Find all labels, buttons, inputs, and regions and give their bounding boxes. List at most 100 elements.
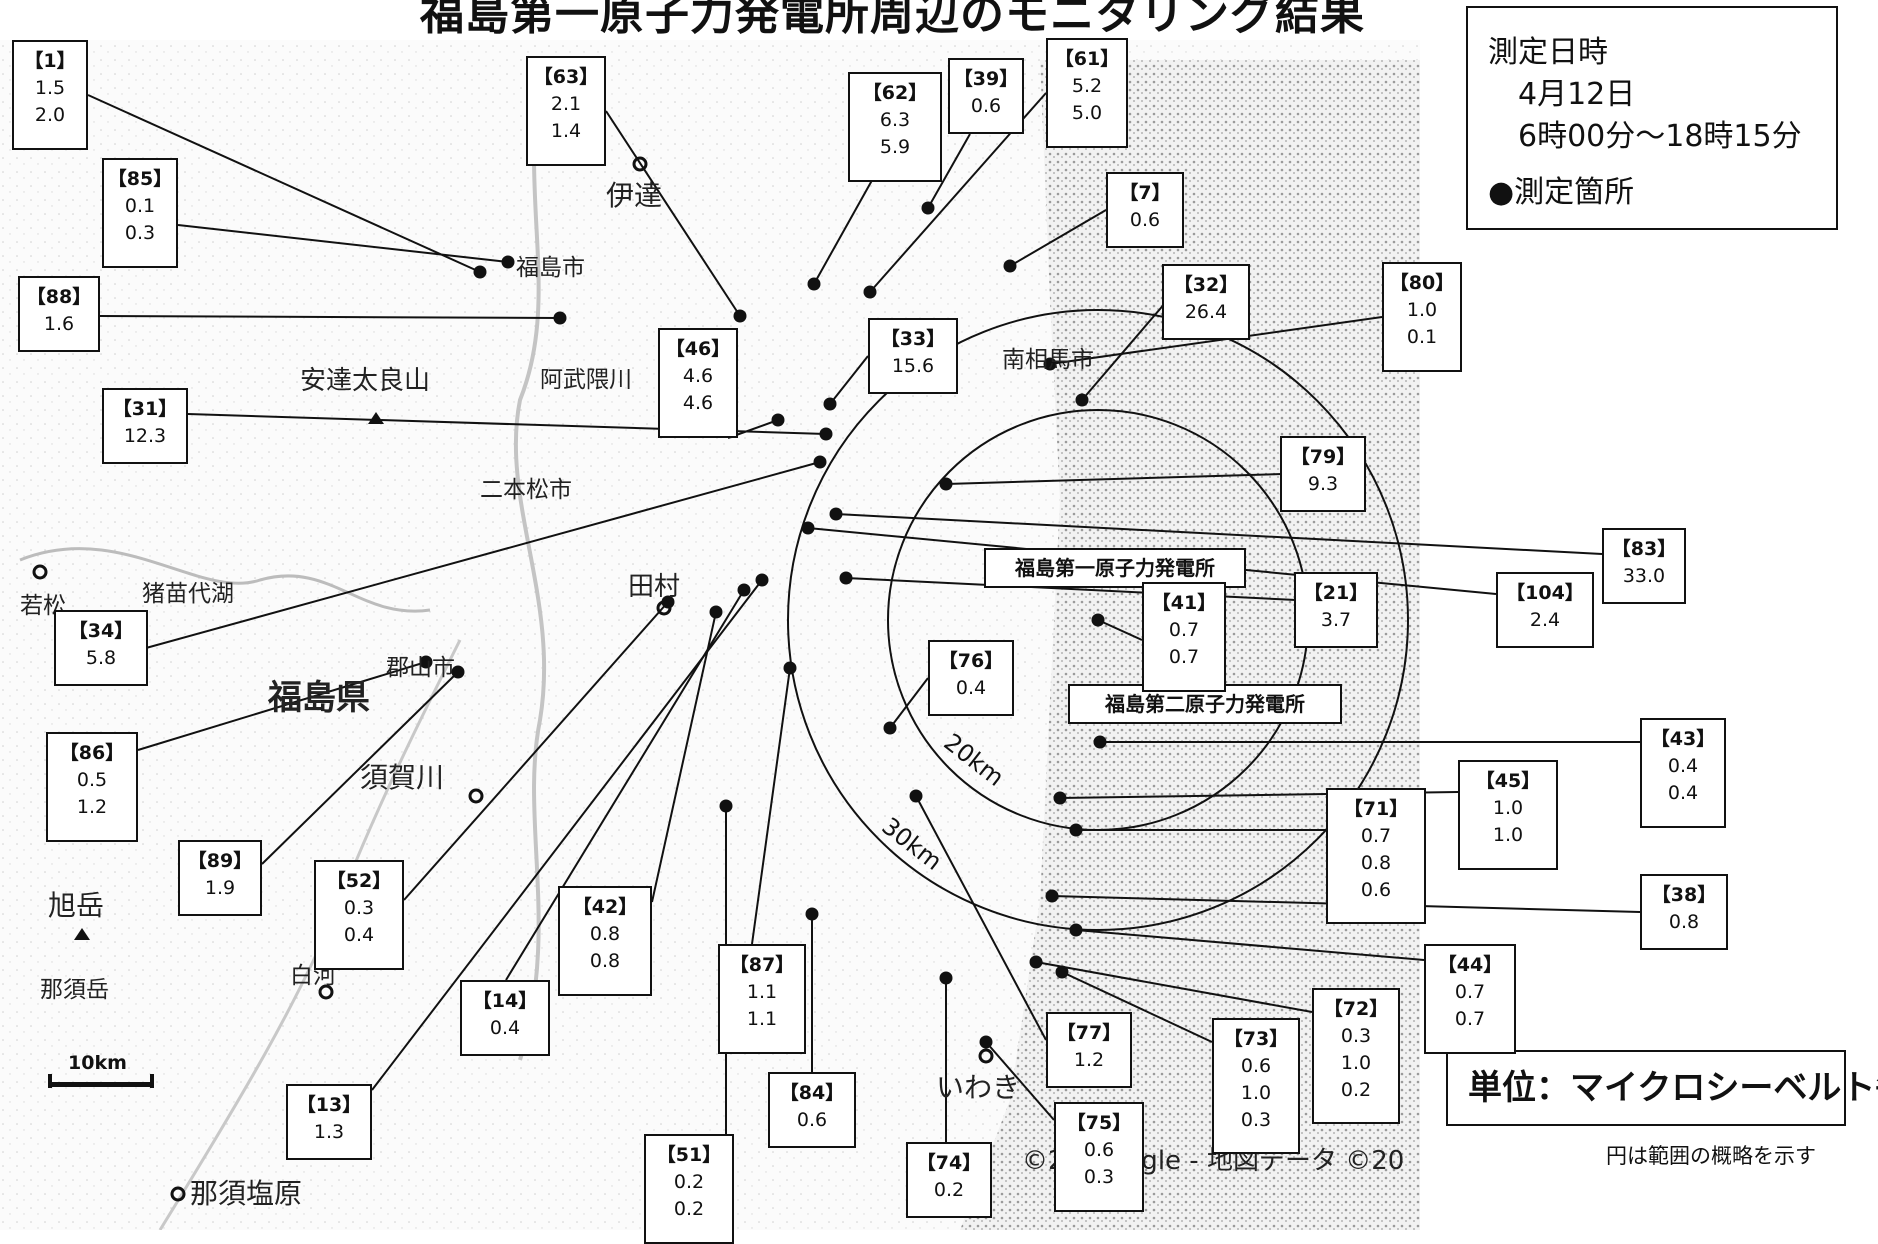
measurement-box: 【75】 0.6 0.3 <box>1054 1102 1144 1212</box>
measurement-value: 5.8 <box>85 647 117 669</box>
measurement-value: 0.4 <box>1667 755 1699 777</box>
measurement-point-dot <box>419 655 433 669</box>
measurement-id: 【76】 <box>938 650 1004 672</box>
measurement-point-dot <box>829 507 843 521</box>
measurement-value: 4.6 <box>682 392 714 414</box>
leader-line <box>261 671 459 865</box>
measurement-value: 0.4 <box>343 924 375 946</box>
measurement-value: 5.9 <box>879 136 911 158</box>
measurement-point-dot <box>755 573 769 587</box>
place-abukuma-river: 阿武隈川 <box>540 367 632 393</box>
measurement-value: 0.8 <box>589 923 621 945</box>
measurement-value: 0.6 <box>1083 1139 1115 1161</box>
measurement-value: 15.6 <box>891 355 935 377</box>
measurement-box: 【76】0.4 <box>928 640 1014 716</box>
measurement-value: 9.3 <box>1307 473 1339 495</box>
measurement-value: 1.2 <box>76 796 108 818</box>
leader-line <box>927 133 971 209</box>
place-iwaki: いわき <box>936 1071 1021 1104</box>
measurement-value: 2.0 <box>34 104 66 126</box>
measurement-id: 【1】 <box>24 50 76 72</box>
measurement-point-dot <box>501 255 515 269</box>
measurement-value: 2.1 <box>550 93 582 115</box>
leader-line <box>137 661 427 751</box>
measurement-id: 【33】 <box>880 328 946 350</box>
measurement-value: 0.3 <box>124 222 156 244</box>
measurement-id: 【83】 <box>1611 538 1677 560</box>
measurement-box: 【14】0.4 <box>460 980 550 1056</box>
leader-line <box>1049 316 1383 365</box>
measurement-point-dot <box>709 605 723 619</box>
measurement-value: 0.7 <box>1168 619 1200 641</box>
leader-line <box>813 165 881 285</box>
leader-line <box>1061 971 1213 1043</box>
measurement-point-dot <box>823 397 837 411</box>
measurement-point-dot <box>1003 259 1017 273</box>
leader-line <box>1035 961 1313 1013</box>
measurement-id: 【72】 <box>1323 998 1389 1020</box>
measurement-id: 【71】 <box>1343 798 1409 820</box>
measurement-id: 【75】 <box>1066 1112 1132 1134</box>
measurement-box: 【33】 15.6 <box>868 318 958 394</box>
place-fukushima-city: 福島市 <box>516 255 585 281</box>
leader-line <box>403 601 669 901</box>
measurement-id: 【84】 <box>779 1082 845 1104</box>
measurement-value: 1.3 <box>313 1121 345 1143</box>
city-marker-icon <box>170 1186 186 1202</box>
measurement-id: 【21】 <box>1303 582 1369 604</box>
measurement-value: 0.6 <box>1129 209 1161 231</box>
measurement-point-dot <box>733 309 747 323</box>
road-line <box>19 547 431 613</box>
measurement-id: 【89】 <box>187 850 253 872</box>
measurement-box: 【104】2.4 <box>1496 572 1594 648</box>
leader-line <box>945 473 1283 485</box>
leader-line <box>835 513 1603 555</box>
measurement-value: 0.4 <box>1667 782 1699 804</box>
measurement-value: 2.4 <box>1529 609 1561 631</box>
place-inawashiro-lake: 猪苗代湖 <box>142 581 234 607</box>
measurement-id: 【62】 <box>862 82 928 104</box>
measurement-id: 【61】 <box>1054 48 1120 70</box>
map-icons <box>32 156 994 1202</box>
measurement-point-dot <box>1093 735 1107 749</box>
leader-line <box>99 315 561 319</box>
leader-line <box>1075 929 1425 961</box>
leader-line <box>87 94 481 273</box>
place-fukushima-pref: 福島県 <box>268 678 370 718</box>
leader-line <box>177 224 509 263</box>
measurement-dots <box>419 201 1107 1049</box>
measurement-point-dot <box>737 583 751 597</box>
measurement-value: 0.3 <box>1083 1166 1115 1188</box>
measurement-id: 【44】 <box>1437 954 1503 976</box>
measurement-value: 1.6 <box>43 313 75 335</box>
measurement-value: 33.0 <box>1622 565 1666 587</box>
measurement-value: 0.2 <box>1340 1079 1372 1101</box>
mountain-icon <box>74 928 90 940</box>
measurement-box: 【84】0.6 <box>768 1072 856 1148</box>
measurement-id: 【85】 <box>107 168 173 190</box>
measurement-id: 【34】 <box>68 620 134 642</box>
scale-bar-label: 10km <box>68 1052 127 1074</box>
place-asahidake: 旭岳 <box>48 889 105 922</box>
measurement-value: 0.5 <box>76 769 108 791</box>
measurement-point-dot <box>819 427 833 441</box>
measurement-id: 【13】 <box>296 1094 362 1116</box>
measurement-value: 0.2 <box>673 1171 705 1193</box>
measurement-box: 【83】 33.0 <box>1602 528 1686 604</box>
measurement-id: 【79】 <box>1290 446 1356 468</box>
measurement-value: 1.2 <box>1073 1049 1105 1071</box>
measurement-value: 1.0 <box>1406 299 1438 321</box>
measurement-value: 0.8 <box>1360 852 1392 874</box>
scale-bar: 10km <box>48 1052 158 1092</box>
mountain-icon <box>368 412 384 424</box>
measurement-box: 【79】 9.3 <box>1280 436 1366 512</box>
measurement-value: 0.4 <box>489 1017 521 1039</box>
measurement-point-dot <box>939 477 953 491</box>
